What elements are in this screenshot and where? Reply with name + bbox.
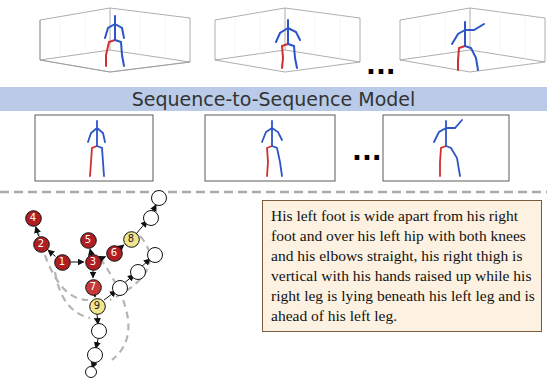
joint-number: 4 xyxy=(30,213,36,223)
tree-edge xyxy=(36,227,39,236)
joint-node: 5 xyxy=(80,232,97,249)
joint-number: 1 xyxy=(59,257,65,267)
joint-number: 8 xyxy=(128,234,134,244)
joint-number: 2 xyxy=(38,239,44,249)
tree-edge xyxy=(101,257,105,259)
tree-edge xyxy=(94,295,95,296)
joint-number: 7 xyxy=(90,282,96,292)
tree-edge xyxy=(48,250,55,256)
skeleton-2d xyxy=(88,120,462,176)
joint-number: 9 xyxy=(94,301,100,311)
description-text: His left foot is wide apart from his rig… xyxy=(271,206,535,326)
model-band: Sequence-to-Sequence Model xyxy=(0,87,547,111)
joint-node: 2 xyxy=(33,236,50,253)
joint-node: 7 xyxy=(85,279,102,296)
joint-node: 6 xyxy=(106,245,123,262)
joint-node: 4 xyxy=(25,210,42,227)
axes-3d xyxy=(40,8,545,72)
description-box: His left foot is wide apart from his rig… xyxy=(262,200,542,332)
ellipsis-mark: ... xyxy=(366,52,396,78)
joint-node: 1 xyxy=(54,254,71,271)
separator xyxy=(0,191,547,194)
ellipsis-mark: ... xyxy=(352,138,382,164)
band-label: Sequence-to-Sequence Model xyxy=(132,88,416,110)
joint-node: 3 xyxy=(85,254,102,271)
tree-edge xyxy=(93,271,94,278)
plot-2d xyxy=(35,115,509,181)
joint-node: 8 xyxy=(123,231,140,248)
joint-number: 5 xyxy=(85,235,91,245)
dashed-link xyxy=(38,232,150,360)
skeleton-3d xyxy=(105,16,484,70)
tree-edge xyxy=(90,249,91,253)
tree-arrow xyxy=(92,205,156,368)
tree-node xyxy=(86,191,167,378)
tree-edge xyxy=(71,262,84,263)
joint-node: 9 xyxy=(89,298,106,315)
tree-edge xyxy=(121,245,124,248)
joint-number: 6 xyxy=(111,248,117,258)
joint-number: 3 xyxy=(90,257,96,267)
